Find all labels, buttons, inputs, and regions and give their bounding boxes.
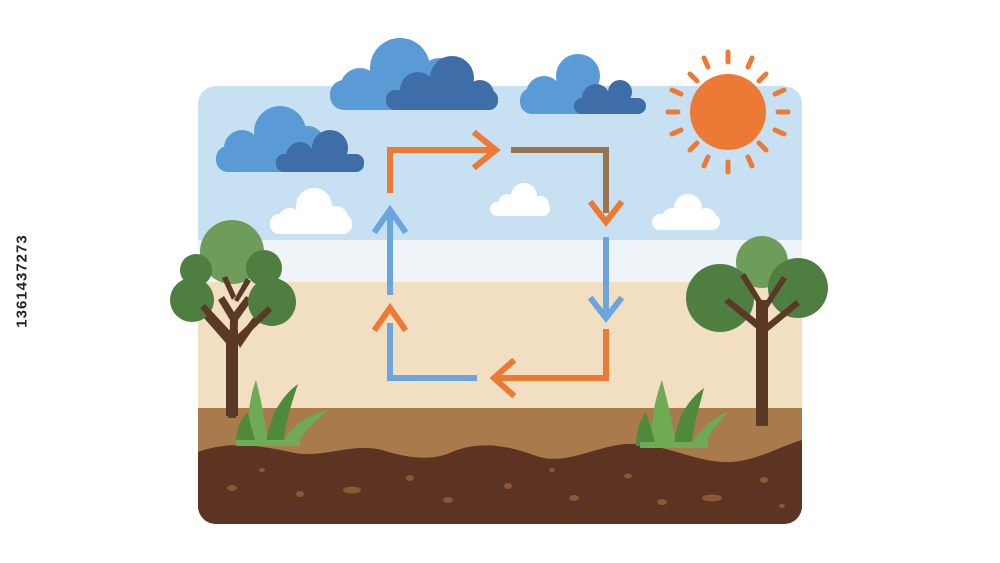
cloud-icon (520, 54, 646, 114)
cycle-arrow-icon (387, 129, 501, 193)
cycle-arrow-icon (489, 329, 609, 399)
deep-soil-layer (198, 440, 802, 524)
cloud-icon (652, 194, 720, 230)
tree-icon (686, 236, 828, 426)
grass-icon (236, 380, 328, 446)
tree-icon (170, 220, 296, 418)
cycle-arrow-icon (587, 237, 625, 323)
cloud-icon (490, 183, 550, 216)
cloud-icon (330, 38, 498, 110)
image-id-label: 1361437273 (13, 234, 31, 328)
cloud-icon (216, 106, 364, 172)
cycle-arrow-icon (371, 204, 409, 295)
soil-pebbles (227, 468, 785, 508)
sun-icon (665, 49, 791, 175)
cycle-arrows (371, 129, 625, 399)
cycle-arrow-icon (511, 147, 625, 227)
cloud-icon (270, 188, 352, 234)
grass-icon (636, 380, 728, 448)
cycle-arrow-icon (371, 302, 477, 381)
